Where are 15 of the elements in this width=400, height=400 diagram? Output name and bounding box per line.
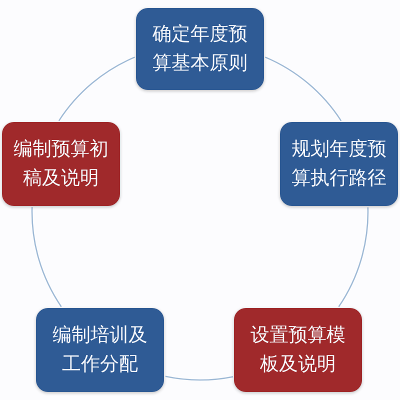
cycle-connector	[338, 207, 369, 308]
step-box	[136, 8, 264, 90]
step-box	[234, 308, 362, 392]
step-box	[280, 122, 398, 206]
step-label: 编制预算初稿及说明	[12, 136, 110, 191]
step-label: 编制培训及工作分配	[52, 322, 148, 377]
cycle-connector	[31, 207, 62, 308]
step-label: 确定年度预算基本原则	[152, 22, 248, 76]
step-label: 设置预算模板及说明	[250, 322, 346, 377]
cycle-connector	[165, 376, 234, 381]
step-label: 规划年度预算执行路径	[290, 136, 388, 191]
cycle-connector	[58, 56, 135, 122]
step-box	[2, 122, 120, 206]
cycle-connector	[265, 56, 342, 122]
step-box	[36, 308, 164, 392]
